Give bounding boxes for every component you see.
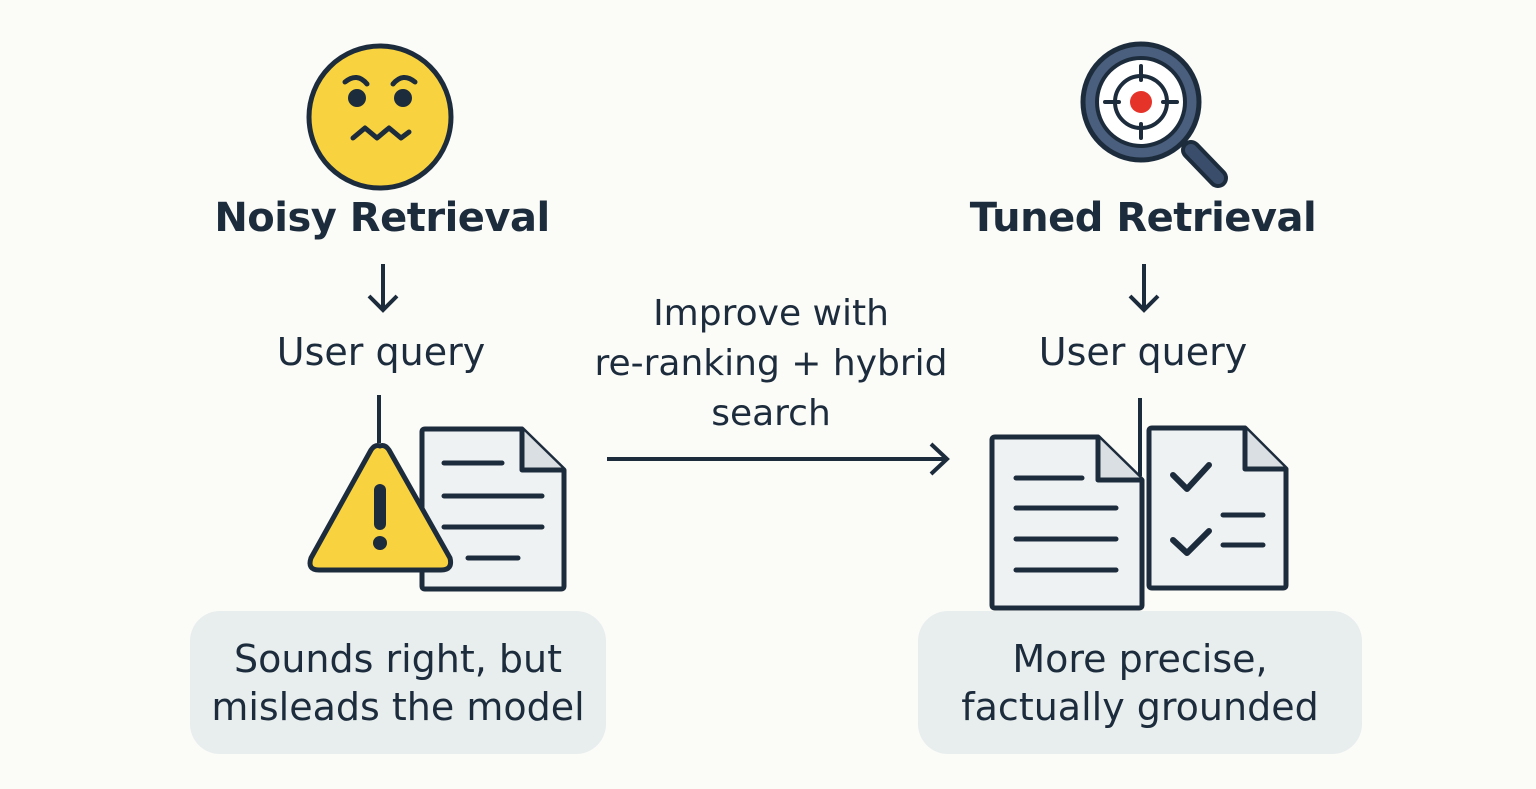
left-user-query-label: User query [276,330,486,374]
right-caption-box: More precise, factually grounded [918,611,1362,754]
down-arrow-icon [1128,264,1160,313]
right-user-query-label: User query [1038,330,1248,374]
document-icon [419,426,567,592]
right-caption-line-2: factually grounded [961,684,1319,729]
worried-face-icon [306,43,454,191]
improvement-line-3: search [711,393,831,434]
right-caption-line-1: More precise, [1012,636,1268,681]
tuned-retrieval-title: Tuned Retrieval [969,195,1317,241]
left-caption-line-1: Sounds right, but [233,636,563,681]
improvement-text: Improve with re-ranking + hybrid search [561,289,981,439]
text-document-icon [989,434,1145,611]
noisy-retrieval-title: Noisy Retrieval [214,195,550,241]
magnifier-target-icon [1080,41,1228,188]
down-arrow-icon [367,264,399,313]
improvement-line-1: Improve with [653,293,889,334]
left-caption-line-2: misleads the model [211,684,585,729]
warning-icon [307,443,454,573]
right-connector-line [1138,398,1142,476]
right-arrow-icon [607,442,950,476]
checklist-document-icon [1146,425,1289,591]
improvement-line-2: re-ranking + hybrid [594,343,948,384]
left-caption-box: Sounds right, but misleads the model [190,611,606,754]
left-connector-line [377,395,381,443]
